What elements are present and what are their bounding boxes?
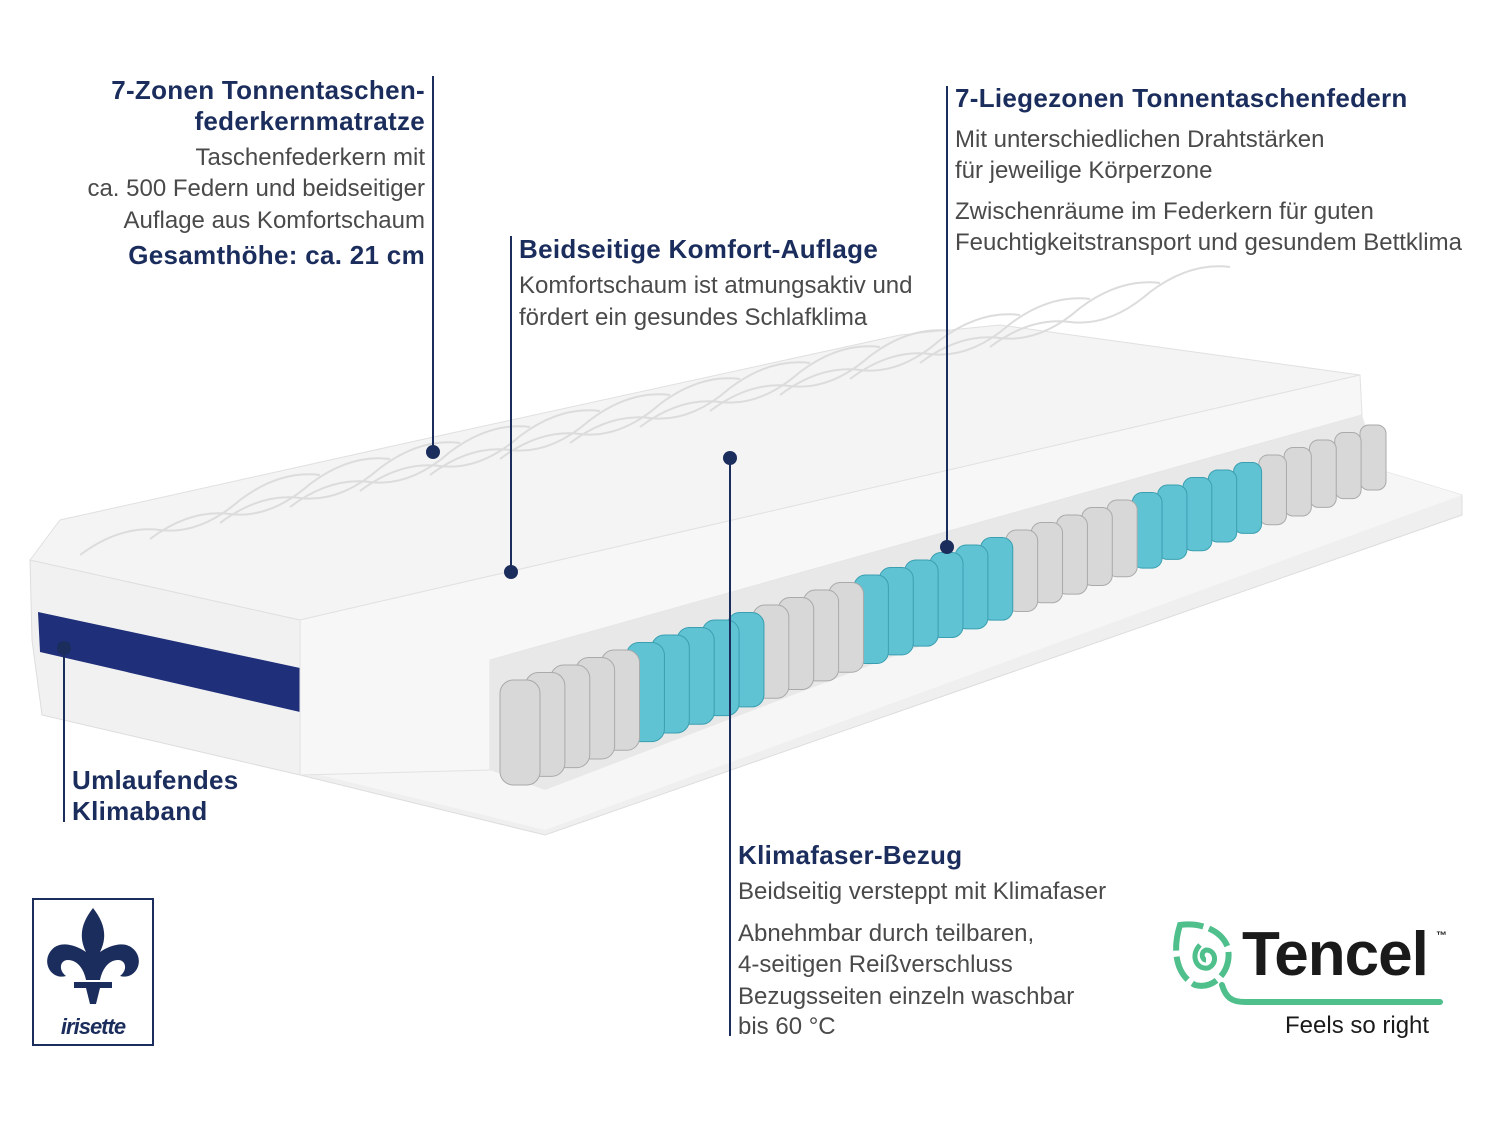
quilt-stitch [569,361,811,444]
cover-title: Klimafaser-Bezug [738,840,963,870]
quilt-pattern [79,265,1231,556]
left-body-line-3: Auflage aus Komfortschaum [123,207,426,234]
tencel-wordmark: Tencel [1242,920,1429,989]
tencel-tagline: Feels so right [1285,1012,1430,1039]
right-body-line-4: Feuchtigkeitstransport und gesundem Bett… [955,229,1462,256]
callout-line [946,86,948,547]
left-body-line-2: ca. 500 Federn und beidseitiger [87,175,425,202]
middle-body-line-1: Komfortschaum ist atmungsaktiv und [519,272,913,299]
cover-body-line-4: Bezugsseiten einzeln waschbar [738,983,1075,1010]
quilt-stitch [709,329,951,412]
pocket-spring-soft [1334,432,1362,500]
right-body-line-3: Zwischenräume im Federkern für guten [955,198,1374,225]
callout-dot [426,445,440,459]
callout-dot [723,451,737,465]
irisette-logo: irisette [32,898,154,1046]
quilt-stitch [919,281,1161,364]
middle-title: Beidseitige Komfort-Auflage [519,234,879,264]
callout-dot [940,540,954,554]
middle-body-line-2: fördert ein gesundes Schlafklima [519,304,868,331]
pocket-spring-soft [1359,424,1387,491]
trademark-symbol: ™ [1436,930,1447,942]
total-height: Gesamthöhe: ca. 21 cm [128,240,425,270]
pocket-spring-firm [1233,462,1263,534]
cover-body-line-2: Abnehmbar durch teilbaren, [738,920,1035,947]
callout-line [510,236,512,572]
quilt-stitch [79,473,321,556]
left-body-line-1: Taschenfederkern mit [195,144,425,171]
pocket-spring-soft [1308,439,1337,508]
pocket-spring-soft [1283,447,1312,517]
left-title-line-2: federkernmatratze [194,106,425,136]
cover-body-line-1: Beidseitig versteppt mit Klimafaser [738,878,1107,905]
quilt-stitch [219,441,461,524]
right-title: 7-Liegezonen Tonnentaschenfedern [955,83,1408,113]
callout-dot [504,565,518,579]
pocket-spring-soft [499,679,541,786]
quilt-stitch [499,377,741,460]
callout-line [432,76,434,452]
callout-dot [57,641,71,655]
irisette-wordmark: irisette [60,1014,126,1039]
cover-body-line-3: 4-seitigen Reißverschluss [738,951,1013,978]
quilt-stitch [779,313,1021,396]
quilt-stitch [639,345,881,428]
spring-core [499,424,1387,786]
quilt-stitch [149,457,391,540]
left-title-line-1: 7-Zonen Tonnentaschen- [111,75,425,105]
quilt-stitch [289,425,531,508]
quilt-stitch [429,393,671,476]
band-title-line-1: Umlaufendes [72,765,239,795]
band-title-line-2: Klimaband [72,796,208,826]
right-body-line-1: Mit unterschiedlichen Drahtstärken [955,126,1325,153]
cover-body-line-5: bis 60 °C [738,1013,836,1040]
right-body-line-2: für jeweilige Körperzone [955,157,1213,184]
pocket-spring-soft [1258,454,1287,526]
callout-line [729,458,731,1036]
quilt-stitch [359,409,601,492]
callout-line [63,648,65,822]
quilt-stitch [849,297,1091,380]
climate-band [38,612,300,712]
fleur-de-lis-icon [47,908,139,1004]
pocket-spring-firm [1207,469,1238,543]
quilt-stitch [989,265,1231,348]
